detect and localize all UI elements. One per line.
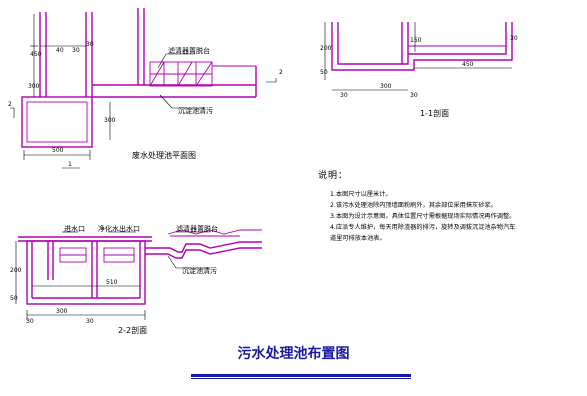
sec11-inner [337, 22, 507, 65]
title-underline [191, 374, 411, 377]
sec22-filter-top [167, 229, 262, 235]
sec11-dim-300: 300 [380, 83, 392, 90]
plan-leader-filter-2 [157, 53, 167, 69]
sec22-label-inlet: 进水口 [64, 224, 85, 233]
sec22-dim-30b: 30 [86, 318, 94, 325]
notes-item-2: 2.该污水处理池除内顶墙面粉刷外，其余部位采用抹灰砂浆。 [330, 202, 497, 209]
plan-dim-300-right: 300 [104, 117, 116, 124]
sec22-dim-300: 300 [56, 308, 68, 315]
sec22-label-outlet: 净化水出水口 [98, 224, 140, 233]
sec22-title: 2-2剖面 [118, 325, 147, 335]
sec22-dim-510: 510 [106, 279, 118, 286]
notes-heading: 说明： [318, 171, 349, 181]
sec22-dim-30a: 30 [26, 318, 34, 325]
sec11-dim-30a: 30 [340, 92, 348, 99]
notes-item-5: 道里可排放本池表。 [330, 235, 386, 242]
plan-baffle-2 [177, 61, 193, 87]
notes-block: 说明： 1.本图尺寸以厘米计。 2.该污水处理池除内顶墙面粉刷外，其余部位采用抹… [318, 168, 583, 244]
plan-marker-1-label: 1 [68, 161, 72, 168]
notes-item-4: 4.应派专人维护，每天用除渣器的排污，旋转及调拔沉淀池杂物汽车 [330, 224, 516, 231]
plan-title: 废水处理池平面图 [132, 150, 196, 160]
sec11-dim-30b: 30 [410, 92, 418, 99]
plan-tank-outer [21, 96, 93, 148]
plan-label-drain: 沉淀池清污 [178, 106, 213, 115]
plan-dim-500: 500 [52, 147, 64, 154]
sec11-title: 1-1剖面 [420, 108, 449, 118]
sec22-leader-drain-2 [167, 255, 177, 269]
sec11-dim-450: 450 [462, 61, 474, 68]
plan-marker-2b-label: 2 [279, 69, 283, 76]
plan-baffle-3 [195, 61, 213, 87]
title-underline-thin [191, 378, 411, 379]
sec22-dim-50: 50 [10, 295, 18, 302]
section-1-1: 200 150 30 50 30 300 30 450 1-1剖面 [320, 22, 518, 118]
plan-dim-40: 40 [56, 47, 64, 54]
plan-leader-drain-2 [159, 94, 173, 109]
sec11-dim-200: 200 [320, 45, 332, 52]
sec22-dim-200: 200 [10, 267, 22, 274]
notes-item-1: 1.本图尺寸以厘米计。 [330, 191, 392, 198]
plan-dim-450: 450 [30, 51, 42, 58]
sec22-label-drain: 沉淀池清污 [182, 266, 217, 275]
plan-view: 450 40 30 30 300 300 500 2 1 2 滤清器置脱台 沉淀… [8, 8, 283, 169]
plan-baffle-1 [149, 61, 165, 87]
sec11-dim-150: 150 [410, 37, 422, 44]
plan-marker-2-right [266, 78, 277, 83]
sec22-label-filter: 滤清器置脱台 [176, 224, 218, 233]
plan-marker-2-left [10, 107, 15, 118]
section-2-2: 200 50 510 300 30 30 进水口 净化水出水口 滤清器置脱台 沉… [10, 224, 262, 335]
plan-marker-2-label: 2 [8, 101, 12, 108]
plan-dim-30b: 30 [86, 41, 94, 48]
main-title: 污水处理池布置图 [237, 346, 350, 362]
sec11-dim-50: 50 [320, 69, 328, 76]
sec22-channel-top [145, 241, 262, 253]
plan-tank-inner [26, 101, 88, 143]
sec11-dim-30-right: 30 [510, 35, 518, 42]
plan-dim-30a: 30 [72, 47, 80, 54]
notes-item-3: 3.本图为设计示意图，具体位置尺寸需根据现场实际情况再作调整。 [330, 213, 516, 220]
plan-label-filter: 滤清器置脱台 [168, 46, 210, 55]
plan-dim-300-left: 300 [28, 83, 40, 90]
sec11-outer [331, 22, 513, 71]
sec22-channel-bottom [145, 247, 262, 259]
